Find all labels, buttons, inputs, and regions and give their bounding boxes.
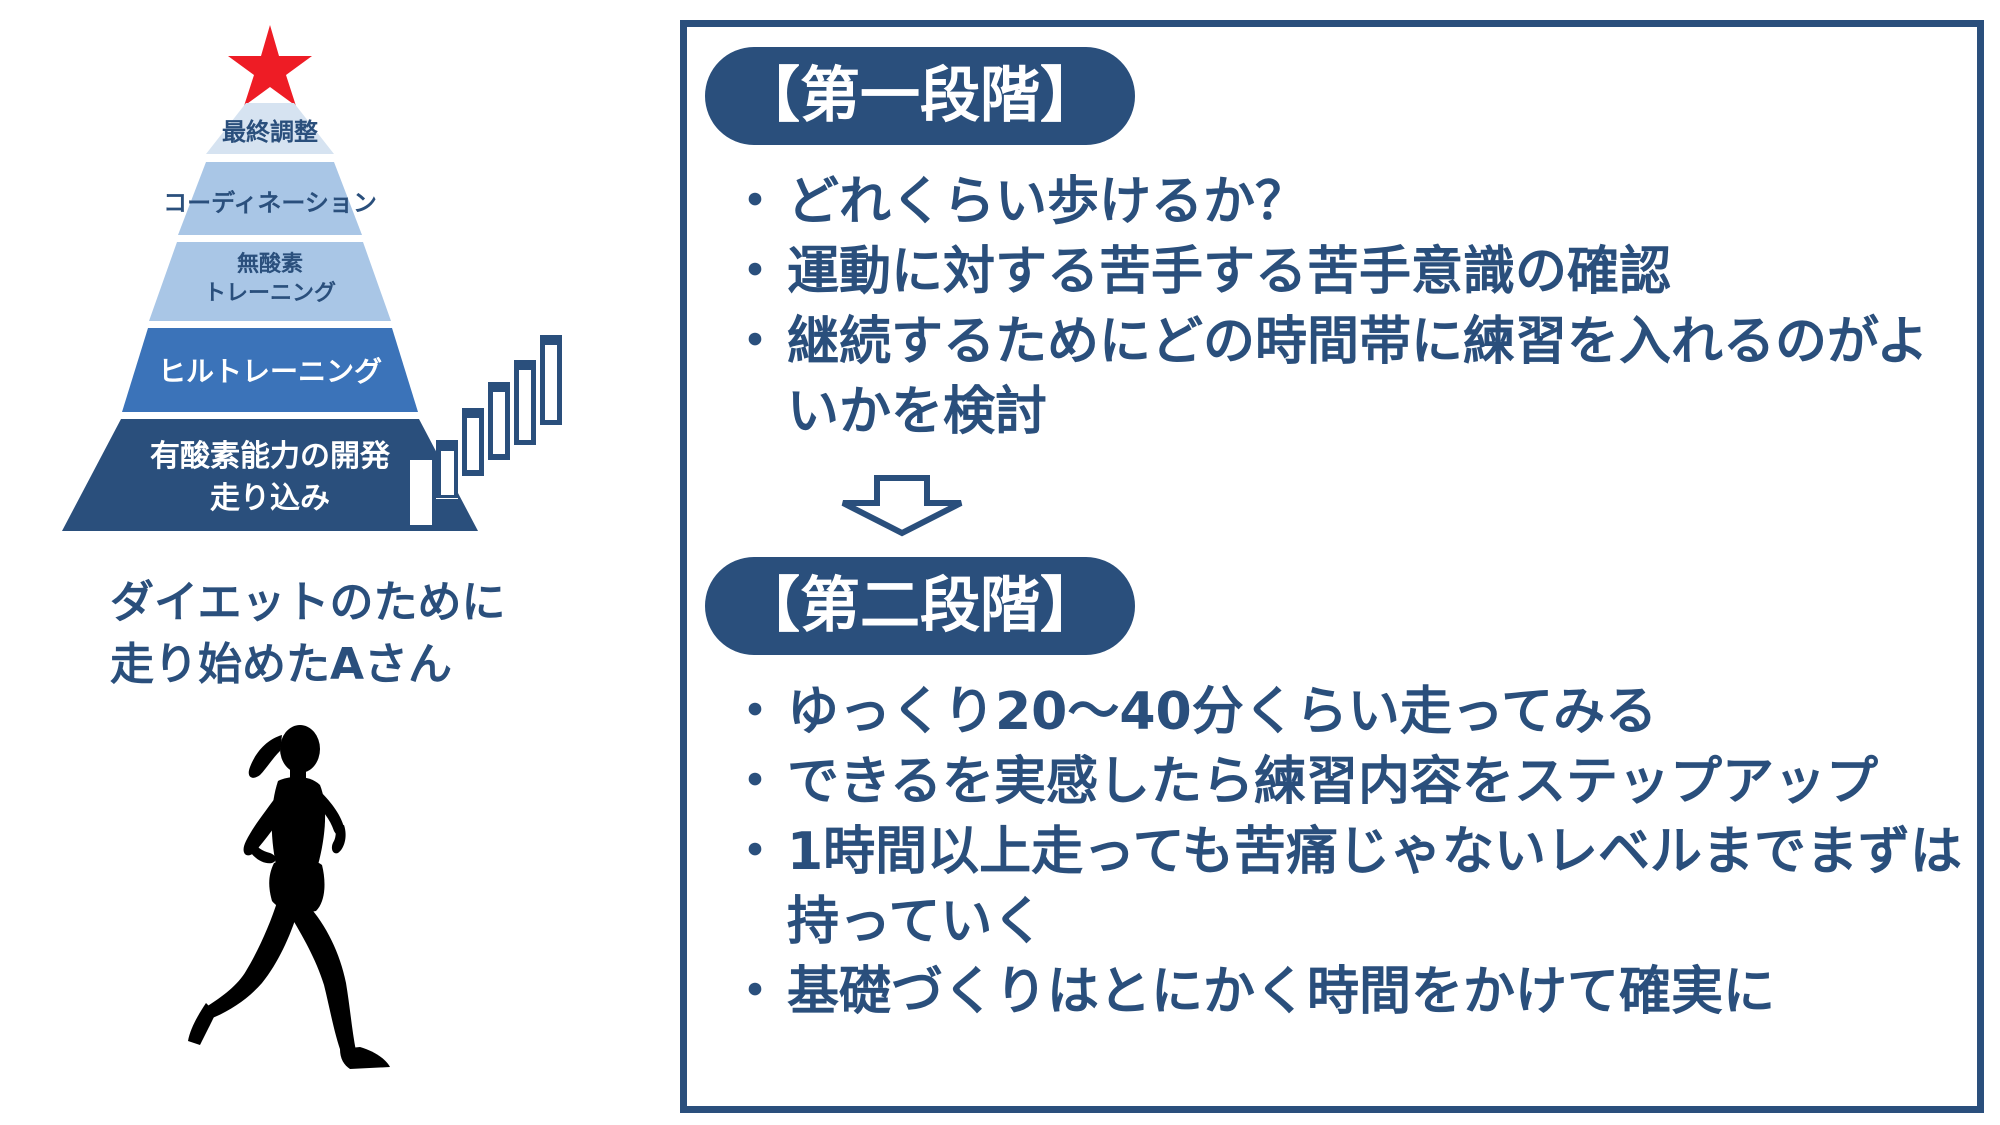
list-item: ・どれくらい歩けるか？ bbox=[729, 172, 1308, 232]
list-item: ・基礎づくりはとにかく時間をかけて確実に bbox=[729, 962, 1776, 1022]
list-item: ・運動に対する苦手する苦手意識の確認 bbox=[729, 242, 1672, 302]
pyramid-tier-1 bbox=[206, 103, 334, 154]
tier-1-label: 最終調整 bbox=[222, 118, 318, 146]
list-item: ・1時間以上走っても苦痛じゃないレベルまでまずは持っていく bbox=[729, 822, 1962, 952]
pyramid-graphic bbox=[62, 25, 562, 531]
tier-3-label: 無酸素 トレーニング bbox=[203, 252, 336, 306]
tier-5-label: 有酸素能力の開発 走り込み bbox=[150, 439, 390, 516]
runner-silhouette-icon bbox=[188, 725, 390, 1069]
list-item: ・できるを実感したら練習内容をステップアップ bbox=[729, 752, 1878, 812]
stage-1-bullets: ・どれくらい歩けるか？ ・運動に対する苦手する苦手意識の確認 ・継続するためにど… bbox=[729, 167, 1969, 447]
caption-line-2: 走り始めたAさん bbox=[110, 639, 453, 690]
person-caption: ダイエットのために 走り始めたAさん bbox=[110, 572, 630, 696]
tier-2-label: コーディネーション bbox=[163, 189, 377, 217]
stage-2-title: 【第二段階】 bbox=[705, 557, 1135, 655]
training-pyramid: 最終調整 コーディネーション 無酸素 トレーニング ヒルトレーニング 有酸素能力… bbox=[60, 20, 700, 550]
caption-line-1: ダイエットのために bbox=[110, 577, 506, 628]
stage-2-bullets: ・ゆっくり20〜40分くらい走ってみる ・できるを実感したら練習内容をステップア… bbox=[729, 677, 1969, 1027]
staircase-icon bbox=[410, 335, 562, 525]
stage-1-title: 【第一段階】 bbox=[705, 47, 1135, 145]
pyramid-tier-3 bbox=[149, 242, 391, 321]
list-item: ・継続するためにどの時間帯に練習を入れるのがよいかを検討 bbox=[729, 312, 1929, 442]
stages-panel: 【第一段階】 ・どれくらい歩けるか？ ・運動に対する苦手する苦手意識の確認 ・継… bbox=[680, 20, 1984, 1113]
pyramid-tier-4 bbox=[122, 328, 418, 412]
down-arrow-icon bbox=[841, 475, 963, 537]
pyramid-tier-5 bbox=[62, 419, 478, 531]
star-icon bbox=[228, 25, 312, 106]
list-item: ・ゆっくり20〜40分くらい走ってみる bbox=[729, 682, 1658, 742]
pyramid-tier-2 bbox=[178, 162, 362, 235]
tier-4-label: ヒルトレーニング bbox=[157, 355, 382, 388]
